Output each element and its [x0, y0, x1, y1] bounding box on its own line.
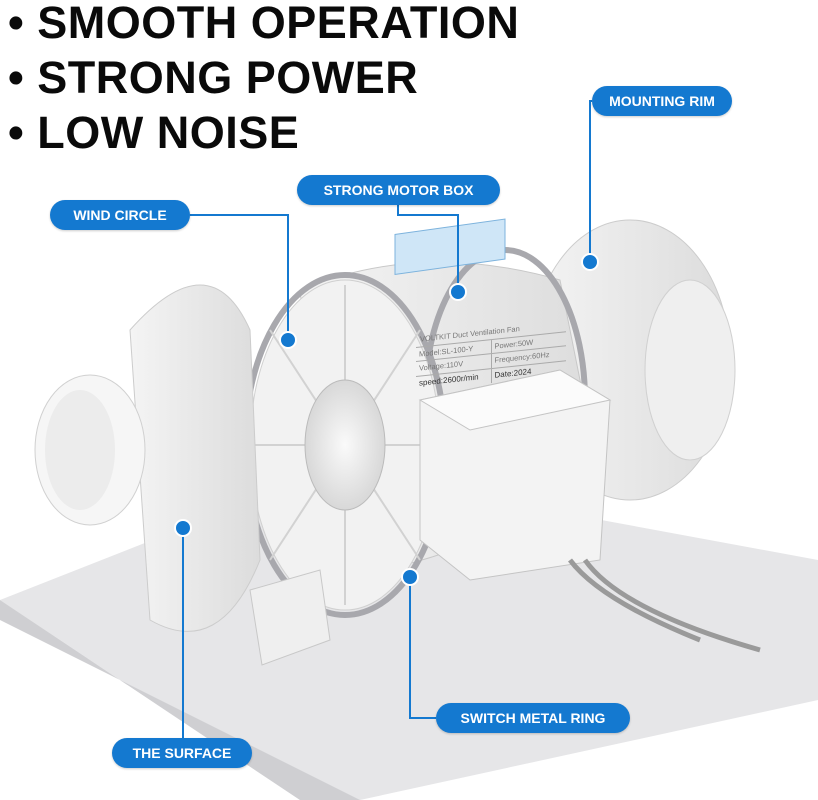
callout-switch-metal-ring: SWITCH METAL RING: [436, 703, 630, 733]
mounting-rim-leader: [589, 100, 592, 262]
motor-box-dot: [449, 283, 467, 301]
outlet-flange: [129, 284, 261, 632]
switch-ring-leader: [409, 577, 436, 719]
wind-circle-dot: [279, 331, 297, 349]
callout-mounting-rim: MOUNTING RIM: [592, 86, 732, 116]
switch-ring-dot: [401, 568, 419, 586]
headline-smooth-operation: • SMOOTH OPERATION: [8, 0, 520, 48]
callout-wind-circle: WIND CIRCLE: [50, 200, 190, 230]
surface-dot: [174, 519, 192, 537]
wind-circle-leader: [190, 214, 289, 340]
motor-box-leader: [397, 205, 459, 292]
callout-strong-motor-box: STRONG MOTOR BOX: [297, 175, 500, 205]
headline-strong-power: • STRONG POWER: [8, 52, 419, 103]
cable: [568, 558, 761, 653]
mount-foot: [249, 569, 331, 666]
callout-the-surface: THE SURFACE: [112, 738, 252, 768]
mounting-rim-dot: [581, 253, 599, 271]
headline-low-noise: • LOW NOISE: [8, 107, 300, 158]
